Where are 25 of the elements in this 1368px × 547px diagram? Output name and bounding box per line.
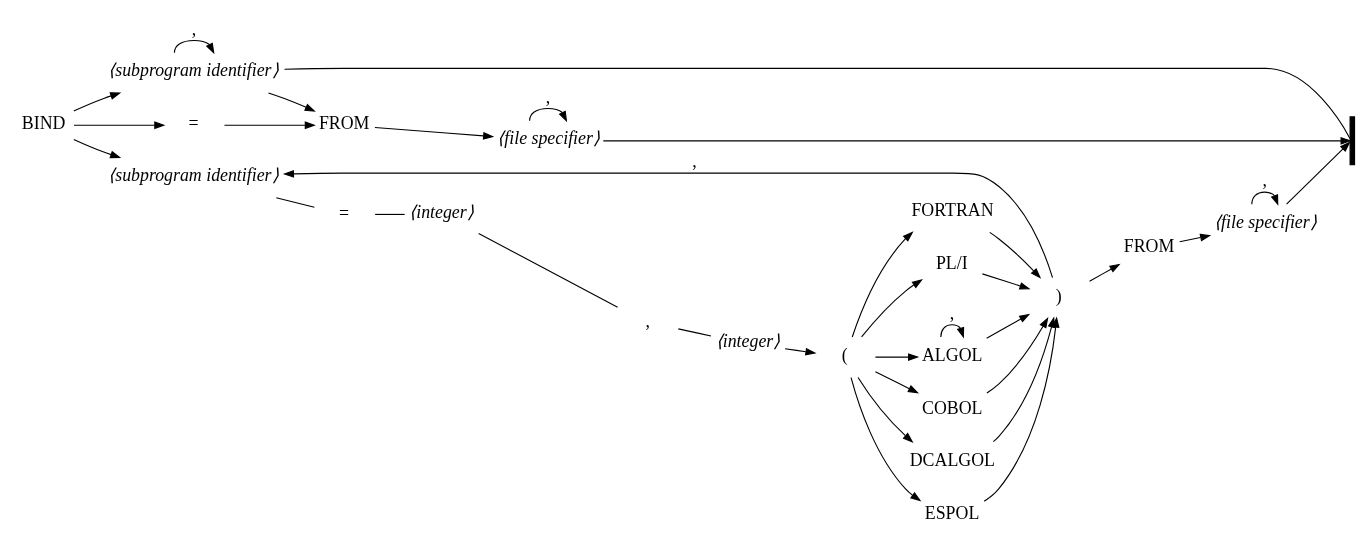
edge-label: , [1262,170,1268,191]
node-text: ⟨file specifier⟩ [497,127,600,148]
node-text: FROM [1123,236,1175,257]
node-text: ⟨integer⟩ [409,201,474,222]
node-text: ⟨subprogram identifier⟩ [108,59,279,80]
node-text: BIND [21,113,66,134]
edge-label: , [545,86,551,107]
node-text: = [188,113,199,134]
node-text: FROM [318,113,370,134]
node-text: , [645,310,651,331]
edge-label: , [692,151,697,172]
node-text: ⟨integer⟩ [715,330,781,351]
node-text: DCALGOL [909,450,995,471]
edge-label: , [949,302,955,323]
node-text: ⟨file specifier⟩ [1214,211,1317,232]
node-text: PL/I [935,252,968,273]
node-text: COBOL [922,397,983,418]
node-text: ⟨subprogram identifier⟩ [108,164,279,185]
node-text: = [338,202,350,223]
node-text: ALGOL [922,345,983,366]
node-text: ( [841,345,848,366]
node-text: ESPOL [924,502,980,523]
node-text: FORTRAN [911,200,994,221]
node-text: ) [1055,286,1062,307]
edge-label: , [191,18,197,39]
